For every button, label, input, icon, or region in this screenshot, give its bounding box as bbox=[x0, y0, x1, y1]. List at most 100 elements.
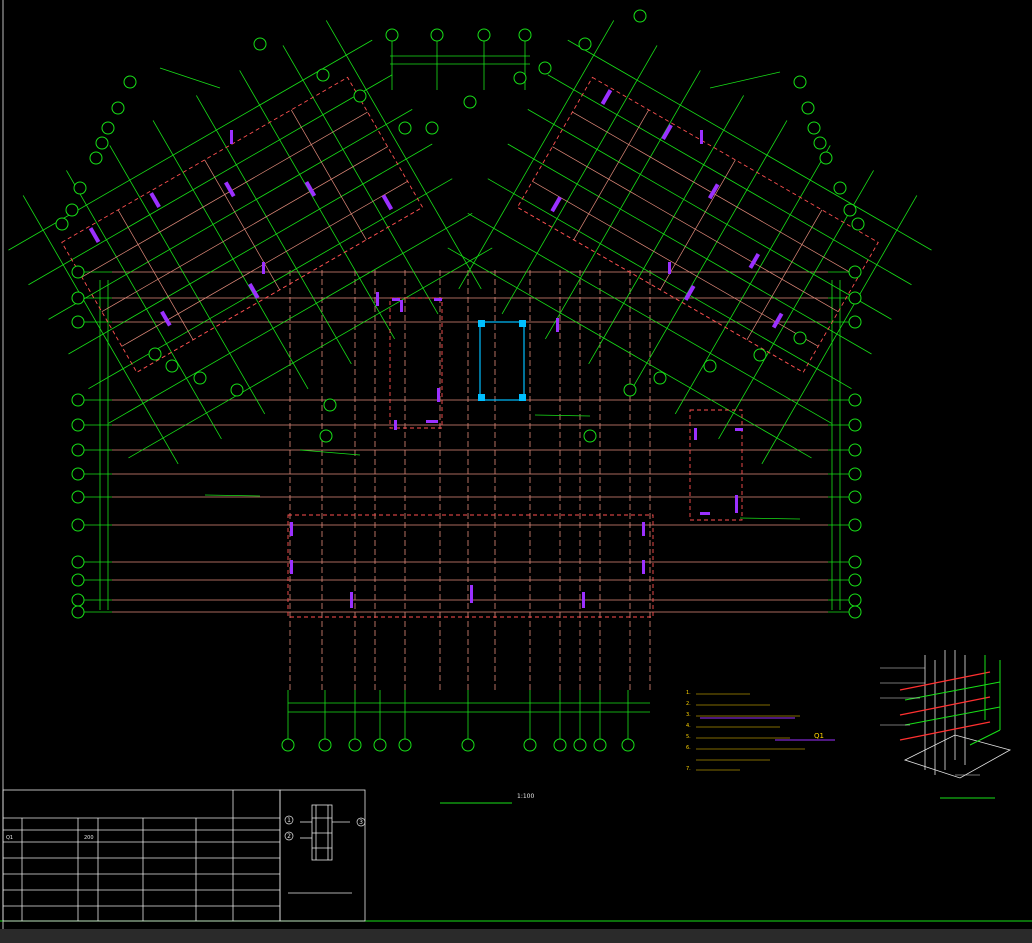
wall-segment bbox=[668, 262, 671, 274]
wall-segment bbox=[392, 298, 400, 301]
axis-bubble bbox=[55, 217, 69, 231]
wall-segment bbox=[700, 130, 703, 144]
axis-bubble bbox=[430, 28, 444, 42]
axis-bubble bbox=[71, 291, 85, 305]
axis-bubble bbox=[71, 605, 85, 619]
wall-segment bbox=[437, 388, 440, 402]
note-line-1: 1. bbox=[686, 690, 691, 696]
callout-leaders bbox=[159, 67, 801, 520]
wall-segment bbox=[290, 522, 293, 536]
wall-segment bbox=[350, 592, 353, 608]
axis-bubble bbox=[523, 738, 537, 752]
axis-bubble bbox=[71, 393, 85, 407]
shear-wall-segments bbox=[230, 130, 743, 608]
axis-bubble bbox=[848, 593, 862, 607]
axis-bubble bbox=[111, 101, 125, 115]
axis-bubble bbox=[633, 9, 647, 23]
axis-bubble bbox=[573, 738, 587, 752]
axis-bubble bbox=[623, 383, 637, 397]
axis-bubble bbox=[73, 181, 87, 195]
wall-segment bbox=[400, 300, 403, 312]
axis-bubble bbox=[819, 151, 833, 165]
plan-title-block: 1:100 bbox=[440, 793, 534, 804]
axis-bubble bbox=[813, 136, 827, 150]
axis-bubble bbox=[461, 738, 475, 752]
wall-segment bbox=[262, 262, 265, 274]
axis-bubble bbox=[593, 738, 607, 752]
note-line-4: 4. bbox=[686, 723, 691, 729]
axis-bubble bbox=[843, 203, 857, 217]
axis-bubble bbox=[848, 467, 862, 481]
axis-bubble bbox=[165, 359, 179, 373]
wall-segment bbox=[290, 560, 293, 574]
axis-bubble bbox=[653, 371, 667, 385]
axis-bubble bbox=[477, 28, 491, 42]
axis-bubble bbox=[101, 121, 115, 135]
wall-segment bbox=[642, 560, 645, 574]
axis-bubble bbox=[848, 490, 862, 504]
axis-bubble bbox=[319, 429, 333, 443]
axis-bubble bbox=[353, 89, 367, 103]
wall-segment bbox=[230, 130, 233, 144]
axis-bubble bbox=[833, 181, 847, 195]
axis-bubble bbox=[753, 348, 767, 362]
note-line-5: 5. bbox=[686, 734, 691, 740]
axis-bubble bbox=[373, 738, 387, 752]
axis-bubble bbox=[848, 393, 862, 407]
axis-bubble bbox=[71, 265, 85, 279]
axis-bubble bbox=[463, 95, 477, 109]
axis-bubble bbox=[807, 121, 821, 135]
notes-block: 1. 2. 3. 4. 5. 6. 7. Q1 bbox=[686, 690, 835, 772]
note-ref: Q1 bbox=[814, 732, 824, 740]
axis-bubble bbox=[848, 443, 862, 457]
left-wing-grid bbox=[8, 20, 493, 465]
axis-bubble bbox=[538, 61, 552, 75]
axis-bubble bbox=[848, 573, 862, 587]
axis-bubble bbox=[230, 383, 244, 397]
axis-bubble bbox=[95, 136, 109, 150]
wall-segment bbox=[642, 522, 645, 536]
right-wing-grid bbox=[447, 20, 932, 465]
axis-bubble bbox=[553, 738, 567, 752]
wall-segment bbox=[582, 592, 585, 608]
plan-scale: 1:100 bbox=[517, 793, 534, 800]
axis-bubble bbox=[848, 265, 862, 279]
axis-bubble bbox=[71, 467, 85, 481]
wall-segment bbox=[735, 428, 743, 431]
wall-schedule-table: Q1 200 bbox=[2, 789, 281, 922]
axis-bubble bbox=[253, 37, 267, 51]
axis-bubble bbox=[71, 593, 85, 607]
axis-bubble bbox=[513, 71, 527, 85]
axis-bubble bbox=[316, 68, 330, 82]
axis-bubble bbox=[703, 359, 717, 373]
wall-segment bbox=[735, 495, 738, 513]
wall-section-diagram: 1 2 3 bbox=[279, 789, 366, 922]
beam-lines-horizontal bbox=[112, 271, 828, 613]
axis-bubble bbox=[848, 555, 862, 569]
section-marker-2: 2 bbox=[287, 833, 291, 840]
axis-bubble bbox=[848, 291, 862, 305]
wall-segment bbox=[700, 512, 710, 515]
schedule-cell-3: 200 bbox=[84, 835, 94, 841]
axis-bubble bbox=[71, 573, 85, 587]
wall-segment bbox=[394, 420, 397, 430]
axis-bubble bbox=[848, 518, 862, 532]
axis-lines bbox=[84, 38, 856, 745]
axis-bubble bbox=[71, 315, 85, 329]
axis-bubble bbox=[848, 418, 862, 432]
axis-bubble bbox=[518, 28, 532, 42]
note-line-7: 7. bbox=[686, 766, 691, 772]
axis-bubble bbox=[71, 418, 85, 432]
schedule-cell-1: Q1 bbox=[6, 835, 13, 841]
note-line-2: 2. bbox=[686, 701, 691, 707]
status-bar bbox=[0, 929, 1032, 943]
wall-segment bbox=[694, 428, 697, 440]
section-marker-3: 3 bbox=[359, 819, 363, 826]
axis-bubble bbox=[123, 75, 137, 89]
axis-bubble bbox=[193, 371, 207, 385]
beam-lines-vertical bbox=[289, 270, 651, 690]
axis-bubble bbox=[578, 37, 592, 51]
axis-bubble bbox=[323, 398, 337, 412]
axis-bubble bbox=[281, 738, 295, 752]
